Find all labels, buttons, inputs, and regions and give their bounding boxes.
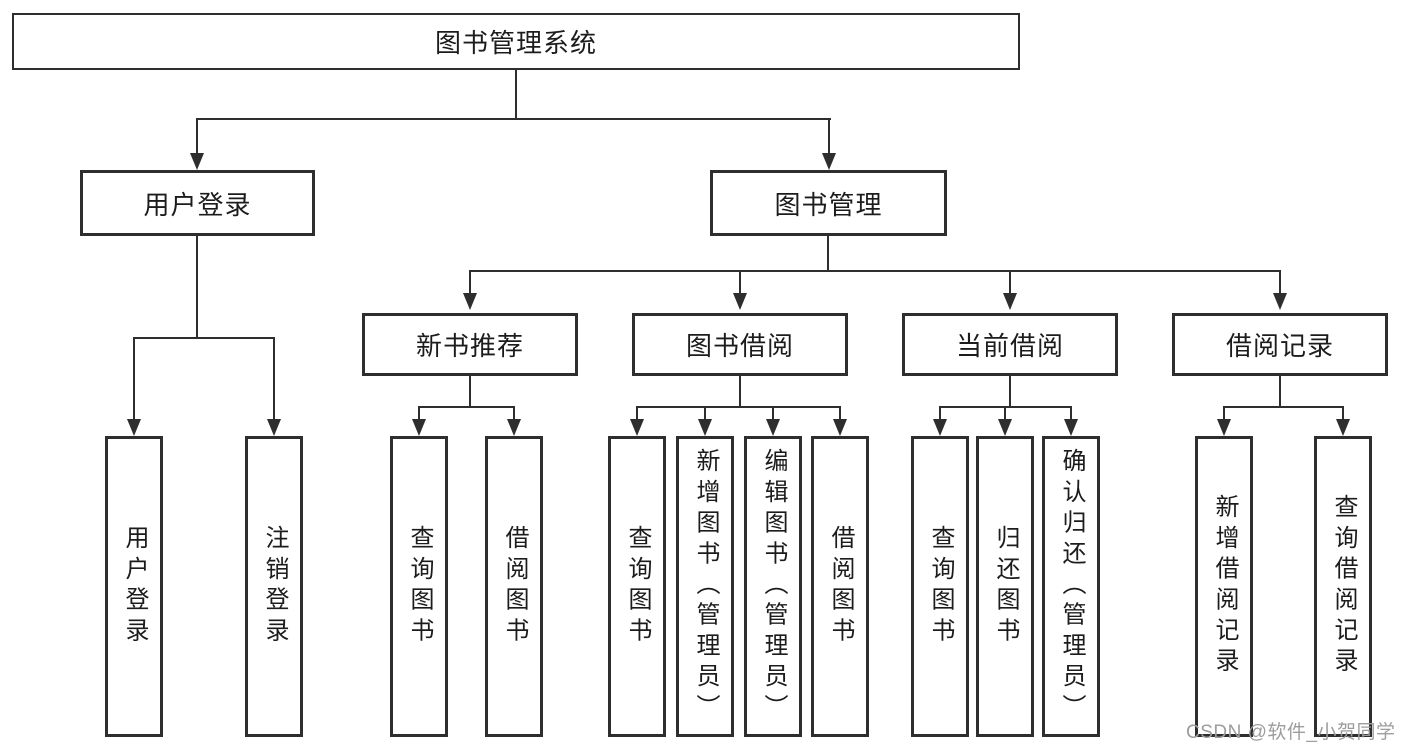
leaf-label: 查询图书: [624, 525, 651, 648]
node-borrowing-records: 借阅记录: [1172, 313, 1388, 376]
connector-arrowhead-icon: [1003, 293, 1017, 310]
leaf-query-books-current: 查询图书: [911, 436, 969, 737]
connector-arrowhead-icon: [998, 419, 1012, 436]
connector-line: [739, 270, 741, 294]
connector-arrowhead-icon: [822, 153, 836, 170]
connector-line: [739, 375, 741, 407]
connector-line: [196, 118, 198, 154]
connector-line: [939, 406, 941, 421]
leaf-label: 用户登录: [121, 525, 148, 648]
connector-line: [418, 406, 515, 408]
connector-line: [772, 406, 774, 421]
leaf-confirm-return-admin: 确认归还（管理员）: [1042, 436, 1100, 737]
node-label: 用户登录: [143, 189, 252, 220]
node-label: 当前借阅: [955, 331, 1064, 361]
connector-line: [827, 235, 829, 272]
leaf-label: 查询图书: [406, 525, 433, 648]
leaf-label: 新增借阅记录: [1211, 494, 1238, 679]
leaf-edit-books-admin: 编辑图书（管理员）: [744, 436, 802, 737]
connector-line: [1279, 375, 1281, 407]
connector-line: [133, 337, 275, 339]
connector-line: [1009, 270, 1011, 294]
node-label: 新书推荐: [415, 331, 524, 361]
node-library-management-system: 图书管理系统: [12, 13, 1020, 70]
connector-line: [196, 235, 198, 338]
connector-arrowhead-icon: [1064, 419, 1078, 436]
connector-arrowhead-icon: [412, 419, 426, 436]
connector-arrowhead-icon: [833, 419, 847, 436]
connector-line: [1009, 375, 1011, 407]
connector-line: [636, 406, 638, 421]
csdn-watermark: CSDN @软件_小贺同学: [1186, 722, 1396, 743]
leaf-logout: 注销登录: [245, 436, 303, 737]
connector-arrowhead-icon: [507, 419, 521, 436]
leaf-label: 归还图书: [992, 525, 1019, 648]
leaf-label: 借阅图书: [827, 525, 854, 648]
leaf-add-books-admin: 新增图书（管理员）: [676, 436, 734, 737]
leaf-borrow-books-recommend: 借阅图书: [485, 436, 543, 737]
node-label: 图书管理系统: [434, 28, 597, 58]
connector-arrowhead-icon: [630, 419, 644, 436]
connector-line: [133, 337, 135, 420]
node-new-book-recommendation: 新书推荐: [362, 313, 578, 376]
leaf-label: 注销登录: [261, 525, 288, 648]
connector-line: [418, 406, 420, 421]
connector-arrowhead-icon: [267, 419, 281, 436]
connector-line: [469, 270, 471, 294]
connector-line: [704, 406, 706, 421]
connector-arrowhead-icon: [766, 419, 780, 436]
leaf-label: 编辑图书（管理员）: [760, 448, 787, 725]
leaf-query-borrow-record: 查询借阅记录: [1314, 436, 1372, 737]
leaf-return-books: 归还图书: [976, 436, 1034, 737]
node-book-management: 图书管理: [710, 170, 947, 236]
leaf-query-books-borrow: 查询图书: [608, 436, 666, 737]
leaf-add-borrow-record: 新增借阅记录: [1195, 436, 1253, 737]
connector-line: [196, 118, 831, 120]
leaf-label: 查询借阅记录: [1330, 494, 1357, 679]
connector-line: [1342, 406, 1344, 421]
connector-arrowhead-icon: [1217, 419, 1231, 436]
node-user-login: 用户登录: [80, 170, 315, 236]
connector-arrowhead-icon: [1273, 293, 1287, 310]
connector-line: [273, 337, 275, 420]
node-label: 图书管理: [774, 189, 883, 220]
connector-line: [636, 406, 841, 408]
connector-line: [839, 406, 841, 421]
connector-line: [469, 270, 1281, 272]
connector-arrowhead-icon: [1336, 419, 1350, 436]
leaf-label: 查询图书: [927, 525, 954, 648]
connector-arrowhead-icon: [463, 293, 477, 310]
leaf-borrow-books-borrow: 借阅图书: [811, 436, 869, 737]
connector-arrowhead-icon: [190, 153, 204, 170]
connector-line: [513, 406, 515, 421]
node-current-borrowing: 当前借阅: [902, 313, 1118, 376]
connector-line: [828, 118, 830, 154]
node-label: 图书借阅: [685, 331, 794, 361]
leaf-label: 新增图书（管理员）: [692, 448, 719, 725]
node-label: 借阅记录: [1225, 331, 1334, 361]
connector-arrowhead-icon: [733, 293, 747, 310]
connector-line: [469, 375, 471, 407]
connector-line: [1223, 406, 1344, 408]
leaf-label: 确认归还（管理员）: [1058, 448, 1085, 725]
leaf-query-books-recommend: 查询图书: [390, 436, 448, 737]
connector-line: [515, 69, 517, 119]
connector-arrowhead-icon: [127, 419, 141, 436]
leaf-user-login: 用户登录: [105, 436, 163, 737]
connector-line: [1070, 406, 1072, 421]
leaf-label: 借阅图书: [501, 525, 528, 648]
connector-line: [1223, 406, 1225, 421]
connector-arrowhead-icon: [933, 419, 947, 436]
node-book-borrowing: 图书借阅: [632, 313, 848, 376]
connector-line: [1004, 406, 1006, 421]
connector-line: [1279, 270, 1281, 294]
connector-arrowhead-icon: [698, 419, 712, 436]
